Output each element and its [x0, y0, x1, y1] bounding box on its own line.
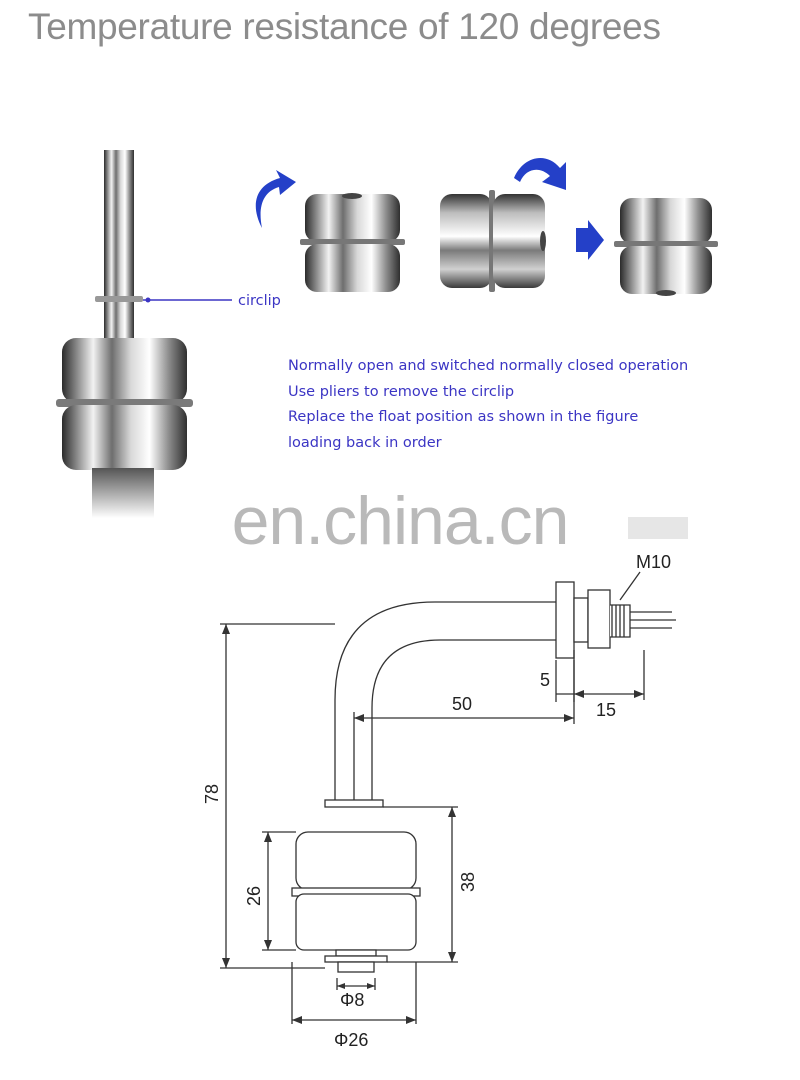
- instruction-list: Normally open and switched normally clos…: [288, 356, 688, 458]
- dia-8-label: Φ8: [340, 990, 364, 1010]
- dim-78-label: 78: [202, 784, 222, 804]
- dim-5-15-lines: [555, 650, 645, 702]
- technical-drawing: [220, 571, 676, 1024]
- next-arrow-icon: [576, 220, 604, 260]
- instruction-item: loading back in order: [288, 434, 442, 451]
- tube-outer-edge: [334, 601, 560, 800]
- float-upper-half: [62, 338, 187, 403]
- stem-bottom: [92, 468, 154, 518]
- instruction-item: Replace the float position as shown in t…: [288, 409, 639, 425]
- tube-inner-edge: [371, 639, 560, 800]
- dia-26-label: Φ26: [334, 1030, 368, 1050]
- stem-rod: [104, 150, 134, 340]
- dimension-arrowheads: [222, 624, 644, 1024]
- dim-d26-lines: [291, 962, 417, 1024]
- dim-50-label: 50: [452, 694, 472, 714]
- watermark: en.china.cn: [231, 483, 570, 559]
- dim-15-label: 15: [596, 700, 616, 720]
- instruction-item: Normally open and switched normally clos…: [288, 358, 689, 374]
- step-1-float: [255, 170, 405, 292]
- page-title: Temperature resistance of 120 degrees: [28, 6, 661, 47]
- flip-arrow-icon: [514, 157, 566, 190]
- dim-26-label: 26: [244, 886, 264, 906]
- dim-78-lines: [220, 623, 335, 969]
- dim-26-lines: [262, 831, 296, 951]
- step-3-float: [576, 198, 718, 296]
- circlip-ring: [95, 296, 143, 302]
- dim-38-label: 38: [458, 872, 478, 892]
- float-lower-half: [62, 405, 187, 470]
- circlip-label: circlip: [238, 293, 281, 309]
- cropped-photo-fragment: [628, 517, 688, 539]
- instruction-item: Use pliers to remove the circlip: [288, 383, 515, 400]
- float-switch-photo: [56, 150, 232, 518]
- step-2-float: [440, 157, 566, 292]
- thread-label: M10: [636, 552, 671, 572]
- dim-38-lines: [383, 806, 458, 963]
- dim-5-label: 5: [540, 670, 550, 690]
- rotate-arrow-icon: [255, 170, 296, 228]
